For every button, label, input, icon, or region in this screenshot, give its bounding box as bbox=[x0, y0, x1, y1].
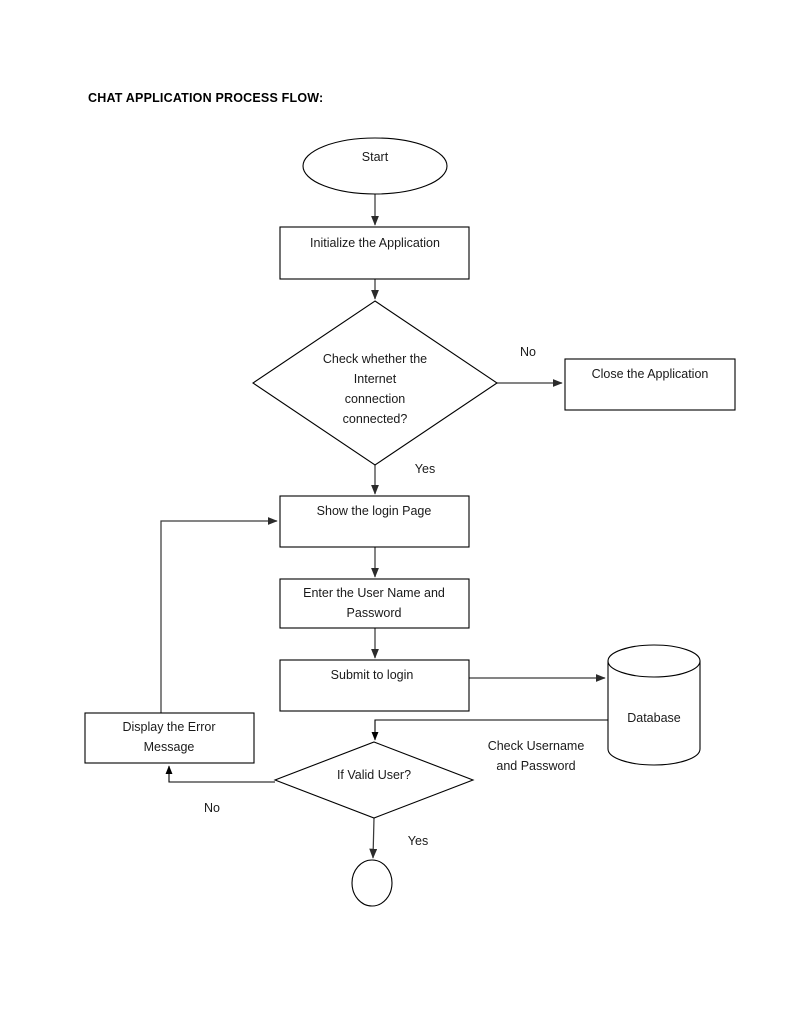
edge-label-check-credentials-line1: Check Username bbox=[488, 739, 585, 753]
valid-user-label: If Valid User? bbox=[337, 768, 411, 782]
display-error-label-line2: Message bbox=[144, 740, 195, 754]
edge-label-no-internet: No bbox=[520, 345, 536, 359]
node-database[interactable]: Database bbox=[607, 644, 701, 766]
edge-label-yes-internet: Yes bbox=[415, 462, 435, 476]
database-cylinder-top bbox=[607, 644, 701, 678]
database-cylinder-body bbox=[607, 660, 701, 766]
edge-label-check-credentials-line2: and Password bbox=[496, 759, 575, 773]
display-error-box-shape bbox=[84, 712, 255, 764]
node-start[interactable]: Start bbox=[302, 137, 448, 195]
edge-label-yes-valid-user: Yes bbox=[408, 834, 428, 848]
start-oval-shape bbox=[302, 137, 448, 195]
initialize-label: Initialize the Application bbox=[310, 236, 440, 250]
close-app-box-shape bbox=[564, 358, 736, 411]
node-display-error-message[interactable]: Display the Error Message bbox=[84, 712, 255, 764]
node-check-internet-connection[interactable]: Check whether the Internet connection co… bbox=[252, 300, 498, 466]
show-login-box-shape bbox=[279, 495, 470, 548]
node-submit-to-login[interactable]: Submit to login bbox=[279, 659, 470, 712]
nodes-layer: Start Initialize the Application Check w… bbox=[84, 137, 736, 907]
node-end[interactable] bbox=[351, 859, 393, 907]
check-internet-diamond-shape bbox=[252, 300, 498, 466]
enter-credentials-label-line2: Password bbox=[347, 606, 402, 620]
close-app-label: Close the Application bbox=[592, 367, 709, 381]
end-oval-shape bbox=[351, 859, 393, 907]
initialize-box-shape bbox=[279, 226, 470, 280]
edge-valid-user-to-display-error bbox=[165, 765, 275, 783]
edge-label-no-valid-user: No bbox=[204, 801, 220, 815]
node-if-valid-user[interactable]: If Valid User? bbox=[273, 741, 475, 819]
enter-credentials-label-line1: Enter the User Name and bbox=[303, 586, 445, 600]
check-internet-label-line2: Internet bbox=[354, 372, 397, 386]
enter-credentials-box-shape bbox=[279, 578, 470, 629]
connectors-layer bbox=[160, 194, 608, 859]
start-label: Start bbox=[362, 150, 389, 164]
show-login-label: Show the login Page bbox=[317, 504, 432, 518]
submit-login-label: Submit to login bbox=[331, 668, 414, 682]
database-label: Database bbox=[627, 711, 681, 725]
display-error-label-line1: Display the Error bbox=[122, 720, 215, 734]
submit-login-box-shape bbox=[279, 659, 470, 712]
edge-valid-user-to-end bbox=[369, 817, 378, 859]
page-title: CHAT APPLICATION PROCESS FLOW: bbox=[88, 91, 324, 105]
check-internet-label-line1: Check whether the bbox=[323, 352, 427, 366]
check-internet-label-line4: connected? bbox=[343, 412, 408, 426]
node-initialize-application[interactable]: Initialize the Application bbox=[279, 226, 470, 280]
check-internet-label-line3: connection bbox=[345, 392, 406, 406]
edge-display-error-to-show-login bbox=[160, 516, 278, 713]
edge-labels-layer: No Yes Check Username and Password No Ye… bbox=[204, 345, 584, 848]
node-close-application[interactable]: Close the Application bbox=[564, 358, 736, 411]
node-show-login-page[interactable]: Show the login Page bbox=[279, 495, 470, 548]
valid-user-diamond-shape bbox=[273, 741, 475, 819]
edge-database-to-valid-user bbox=[371, 719, 608, 741]
node-enter-credentials[interactable]: Enter the User Name and Password bbox=[279, 578, 470, 629]
